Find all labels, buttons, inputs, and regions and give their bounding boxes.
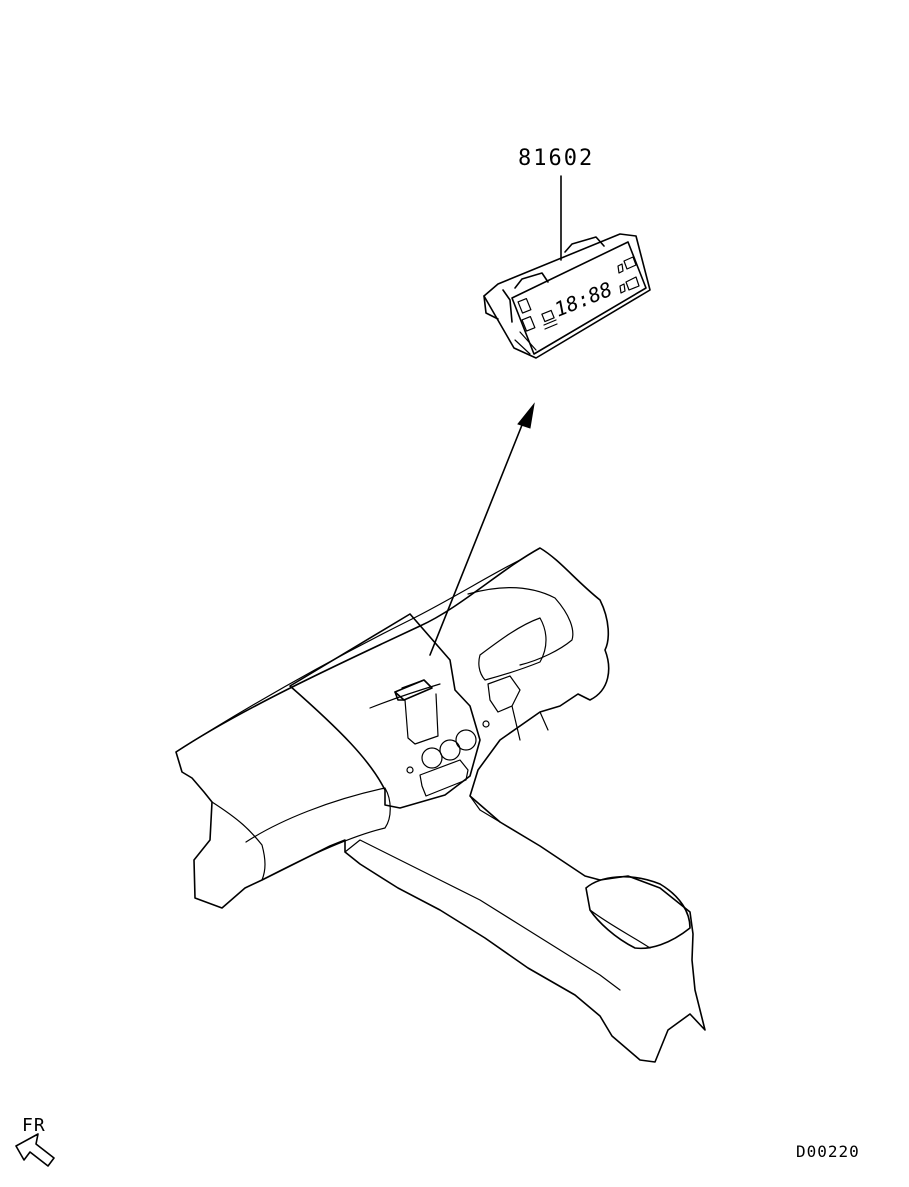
front-arrow-icon: [15, 1133, 55, 1167]
clock-display-text: 18:88: [551, 277, 616, 322]
direction-arrow: [429, 402, 535, 656]
instrument-panel: [175, 547, 706, 1063]
diagram-code: D00220: [796, 1142, 860, 1161]
front-label: FR: [22, 1115, 46, 1136]
part-number-label: 81602: [518, 146, 595, 171]
clock-unit: 18:88: [483, 233, 651, 359]
